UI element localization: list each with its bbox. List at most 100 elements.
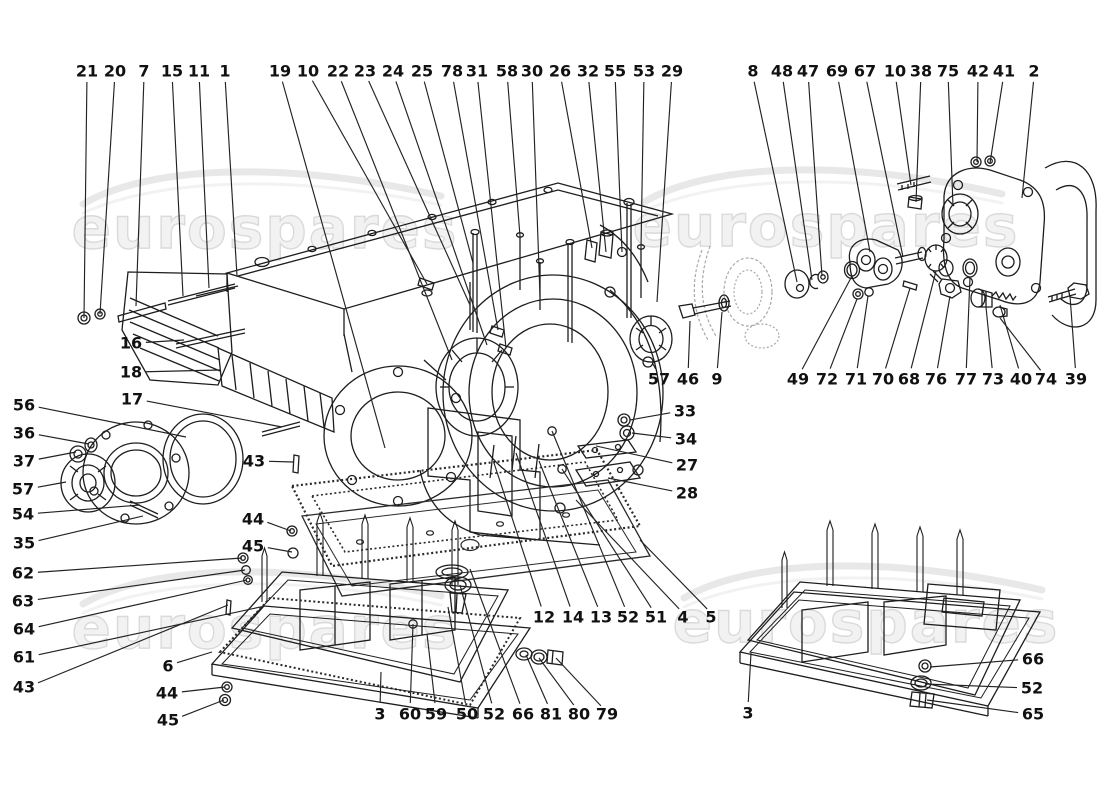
leader-line	[607, 477, 673, 492]
leader-line	[515, 452, 571, 607]
leader-line	[38, 451, 77, 460]
leader-line	[37, 557, 243, 573]
leader-line	[538, 460, 599, 607]
leader-line	[716, 311, 723, 369]
callout-71: 71	[845, 295, 869, 389]
leader-line	[99, 81, 116, 315]
leader-line	[985, 306, 993, 369]
callout-80: 80	[538, 657, 590, 724]
callout-24: 24	[382, 62, 488, 346]
part-number-label: 15	[161, 62, 183, 81]
leader-line	[561, 81, 593, 249]
callout-5: 5	[639, 539, 717, 627]
callout-69: 69	[826, 62, 871, 253]
part-number-label: 17	[121, 390, 143, 409]
callout-37: 37	[13, 451, 77, 471]
part-number-label: 4	[677, 608, 688, 627]
callout-53: 53	[633, 62, 655, 249]
leader-line	[782, 81, 813, 281]
part-number-label: 18	[120, 363, 142, 382]
part-number-label: 46	[677, 370, 699, 389]
part-number-label: 31	[466, 62, 488, 81]
part-number-label: 80	[568, 705, 590, 724]
part-number-label: 66	[1022, 650, 1044, 669]
part-number-label: 20	[104, 62, 126, 81]
leader-line	[145, 369, 221, 373]
leader-line	[181, 686, 226, 693]
right-oil-sump-drawing	[738, 519, 1042, 717]
callout-19: 19	[269, 62, 386, 449]
leader-line	[459, 584, 493, 704]
part-number-label: 19	[269, 62, 291, 81]
leader-line	[808, 81, 823, 277]
part-number-label: 23	[354, 62, 376, 81]
leader-line	[268, 460, 294, 463]
watermark-text: eurospares	[673, 588, 1060, 656]
leader-line	[910, 270, 937, 369]
callout-60: 60	[399, 623, 421, 724]
callout-73: 73	[982, 306, 1004, 389]
callout-62: 62	[12, 557, 243, 583]
part-number-label: 50	[456, 705, 478, 724]
part-number-label: 52	[617, 608, 639, 627]
callout-75: 75	[937, 62, 959, 207]
part-number-label: 45	[157, 711, 179, 730]
callout-74: 74	[999, 317, 1057, 389]
part-number-label: 13	[590, 608, 612, 627]
callout-70: 70	[872, 287, 911, 389]
leader-line	[561, 468, 652, 609]
callout-67: 67	[854, 62, 904, 258]
callout-15: 15	[161, 62, 184, 297]
leader-line	[588, 81, 607, 253]
part-number-label: 52	[483, 705, 505, 724]
callout-50: 50	[447, 606, 478, 724]
leader-line	[426, 633, 436, 704]
part-number-label: 14	[562, 608, 584, 627]
callout-32: 32	[577, 62, 607, 253]
leader-line	[595, 445, 673, 464]
callout-17: 17	[121, 390, 283, 428]
part-number-label: 33	[674, 402, 696, 421]
callout-40: 40	[999, 304, 1032, 389]
leader-line	[801, 275, 853, 370]
part-number-label: 58	[496, 62, 518, 81]
leader-line	[37, 569, 246, 601]
leader-line	[747, 652, 752, 703]
part-number-label: 69	[826, 62, 848, 81]
callout-28: 28	[607, 477, 698, 503]
leader-line	[38, 406, 187, 438]
callout-59: 59	[425, 633, 447, 724]
leader-line	[38, 579, 248, 628]
part-number-label: 53	[633, 62, 655, 81]
sump-gasket-and-plate-drawing	[290, 426, 652, 597]
leader-line	[639, 539, 708, 610]
callout-44: 44	[242, 510, 292, 532]
leader-line	[929, 659, 1019, 668]
leader-line	[477, 81, 507, 349]
callout-52: 52	[459, 584, 505, 724]
callout-36: 36	[13, 424, 90, 445]
part-number-label: 43	[13, 678, 35, 697]
gearbox-case-drawing	[77, 182, 675, 616]
callout-10: 10	[884, 62, 912, 186]
part-number-label: 55	[604, 62, 626, 81]
callout-52: 52	[551, 430, 639, 627]
part-number-label: 60	[399, 705, 421, 724]
watermark-3: eurospares	[672, 562, 1060, 657]
leader-line	[37, 481, 67, 488]
callout-42: 42	[967, 62, 989, 163]
part-number-label: 59	[425, 705, 447, 724]
part-number-label: 71	[845, 370, 867, 389]
leader-line	[651, 361, 657, 370]
callout-31: 31	[466, 62, 507, 349]
callout-49: 49	[787, 275, 853, 389]
part-number-label: 26	[549, 62, 571, 81]
leader-line	[267, 521, 292, 532]
callout-27: 27	[595, 445, 698, 475]
callout-22: 22	[327, 62, 453, 361]
leader-line	[198, 81, 210, 289]
part-number-label: 72	[816, 370, 838, 389]
part-number-label: 68	[898, 370, 920, 389]
callout-57: 57	[648, 361, 670, 389]
callout-77: 77	[955, 276, 977, 389]
